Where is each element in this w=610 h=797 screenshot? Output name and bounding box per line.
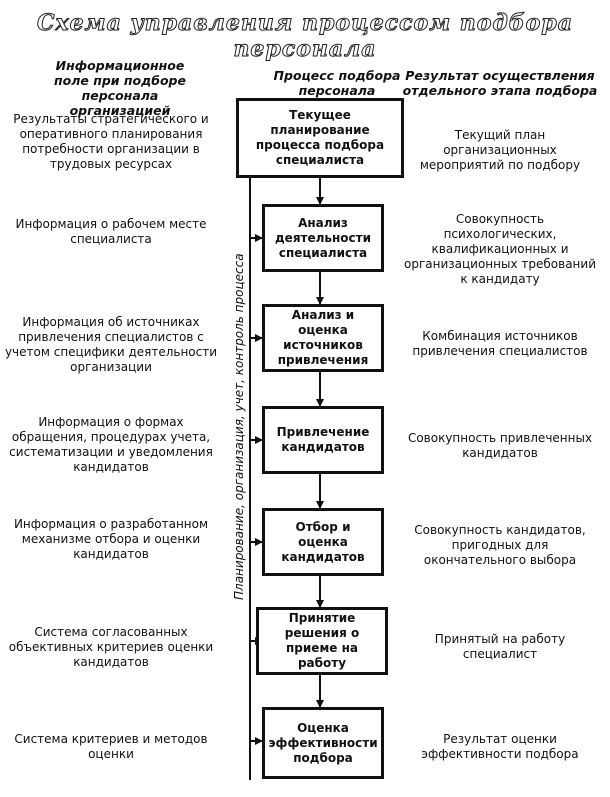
input-text-3: Информация об источниках привлечения спе… [4,315,218,374]
process-box-3: Анализ и оценка источников привлечения [262,304,384,372]
result-text-1: Текущий план организационных мероприятий… [419,128,581,172]
process-box-7: Оценка эффективности подбора [262,707,384,779]
process-label-1: Текущее планирование процесса подбора сп… [255,108,385,167]
input-text-4: Информация о формах обращения, процедура… [9,415,213,474]
result-text-5: Совокупность кандидатов, пригодных для о… [414,523,586,567]
process-box-6: Принятие решения о приеме на работу [256,607,388,675]
header-information-field: Информационное поле при подборе персонал… [54,58,186,118]
process-box-4: Привлечение кандидатов [262,406,384,474]
process-label-7: Оценка эффективности подбора [268,720,378,765]
input-text-5: Информация о разработанном механизме отб… [13,517,209,561]
process-label-2: Анализ деятельности специалиста [274,215,372,260]
process-label-4: Привлечение кандидатов [276,425,370,454]
process-label-6: Принятие решения о приеме на работу [284,611,360,670]
process-label-3: Анализ и оценка источников привлечения [277,308,369,367]
process-box-5: Отбор и оценка кандидатов [262,508,384,576]
header-result: Результат осуществления отдельного этапа… [402,68,598,98]
result-text-7: Результат оценки эффективности подбора [421,732,579,761]
process-box-1: Текущее планирование процесса подбора сп… [236,98,404,178]
input-text-6: Система согласованных объективных критер… [8,625,214,669]
result-text-4: Совокупность привлеченных кандидатов [407,431,593,460]
result-text-2: Совокупность психологических, квалификац… [404,212,596,286]
input-text-7: Система критериев и методов оценки [14,732,208,761]
input-text-1: Результаты стратегического и оперативног… [13,112,209,171]
diagram-title: Схема управления процессом подбора персо… [37,10,573,63]
result-text-6: Принятый на работу специалист [434,632,566,661]
input-text-2: Информация о рабочем месте специалиста [15,217,207,246]
process-box-2: Анализ деятельности специалиста [262,204,384,272]
header-process: Процесс подбора персонала [273,68,401,98]
process-label-5: Отбор и оценка кандидатов [281,519,365,564]
control-line-label: Планирование, организация, учет, контрол… [232,253,246,600]
result-text-3: Комбинация источников привлечения специа… [412,329,588,358]
